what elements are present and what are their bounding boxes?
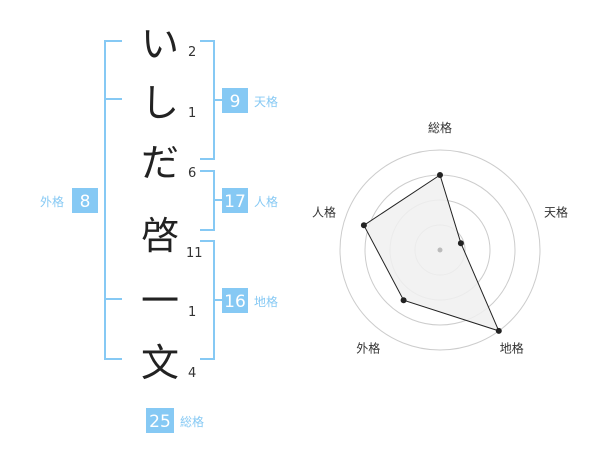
name-char: だ xyxy=(141,141,179,185)
jinkaku-bracket xyxy=(200,170,222,231)
jinkaku-value: 17 xyxy=(224,192,246,212)
radar-series-area xyxy=(363,174,500,332)
gaikaku-label: 外格 xyxy=(40,194,64,209)
radar-point xyxy=(360,222,367,229)
radar-axis-label: 人格 xyxy=(312,204,336,219)
radar-point xyxy=(457,240,464,247)
radar-axis-label: 外格 xyxy=(356,341,380,356)
radar-point xyxy=(400,297,407,304)
stroke-count: 2 xyxy=(188,45,196,60)
chikaku-label: 地格 xyxy=(254,294,278,309)
name-char: し xyxy=(141,81,179,125)
tenkaku-value: 9 xyxy=(230,92,241,112)
chikaku-bracket xyxy=(200,240,222,360)
gaikaku-badge xyxy=(72,188,98,213)
stroke-count: 1 xyxy=(188,106,196,121)
radar-center xyxy=(437,247,443,253)
gaikaku-value: 8 xyxy=(80,192,91,212)
name-char: 啓 xyxy=(141,214,179,258)
jinkaku-badge xyxy=(222,188,248,213)
name-char: 一 xyxy=(141,279,179,323)
chikaku-badge xyxy=(222,288,248,313)
radar-axis-label: 天格 xyxy=(544,204,568,219)
tenkaku-label: 天格 xyxy=(254,94,278,109)
stroke-count: 11 xyxy=(186,246,203,261)
soukaku-badge xyxy=(146,408,174,433)
soukaku-value: 25 xyxy=(149,412,171,432)
radar-axis-label: 地格 xyxy=(500,341,524,356)
stroke-count: 4 xyxy=(188,366,196,381)
name-char: 文 xyxy=(141,341,179,385)
soukaku-label: 総格 xyxy=(180,414,204,429)
radar-point xyxy=(437,172,443,178)
chikaku-value: 16 xyxy=(224,292,246,312)
jinkaku-label: 人格 xyxy=(254,194,278,209)
stroke-count: 6 xyxy=(188,166,196,181)
stroke-count: 1 xyxy=(188,305,196,320)
radar-axis-label: 総格 xyxy=(428,120,452,135)
name-char: い xyxy=(141,22,179,66)
gaikaku-bracket xyxy=(104,40,122,360)
tenkaku-badge xyxy=(222,88,248,113)
tenkaku-bracket xyxy=(200,40,222,160)
radar-point xyxy=(495,327,502,334)
